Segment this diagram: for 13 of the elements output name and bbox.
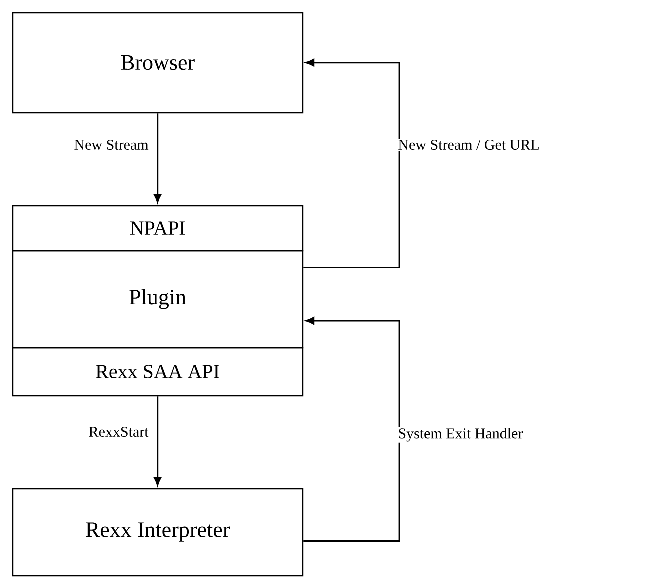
arrow [154, 396, 162, 486]
edge-label: New Stream / Get URL [397, 138, 541, 152]
process-box: Plugin [12, 250, 304, 349]
edge-label: New Stream [73, 138, 150, 152]
arrow [304, 58, 400, 269]
edge-label: System Exit Handler [397, 427, 524, 443]
arrow [154, 114, 162, 203]
arrow [304, 317, 400, 542]
process-box: NPAPI [12, 205, 304, 252]
process-box: Rexx Interpreter [12, 488, 304, 577]
edge-label: RexxStart [88, 426, 150, 438]
process-box: Rexx SAA API [12, 347, 304, 397]
process-box: Browser [12, 12, 304, 114]
